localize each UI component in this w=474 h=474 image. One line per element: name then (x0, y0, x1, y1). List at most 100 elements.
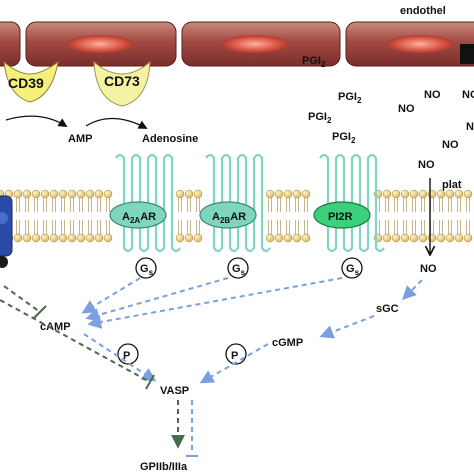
a2a-receptor-label: A2AAR (122, 211, 156, 225)
phosphorylation-marker: P (117, 343, 139, 365)
inhibition-arrows (0, 285, 185, 449)
svg-text:Gs: Gs (140, 263, 154, 277)
lipid-head (400, 233, 410, 243)
lipid-head (175, 233, 185, 243)
cgmp-label: cGMP (272, 337, 303, 349)
lipid-head (13, 233, 23, 243)
lipid-head (94, 233, 104, 243)
lipid-head (427, 189, 437, 199)
lipid-head (418, 233, 428, 243)
arrow-sgc-to-cgmp (319, 315, 375, 339)
lipid-head (49, 233, 59, 243)
cd39-label: CD39 (8, 75, 44, 91)
pgi2-label: PGI2 (332, 131, 356, 145)
cell-pgi2-label: PGI2 (302, 55, 326, 69)
lipid-head (391, 233, 401, 243)
lipid-head (454, 233, 464, 243)
cell-nucleus (387, 35, 453, 53)
lipid-head (265, 233, 275, 243)
sgc-label: sGC (376, 303, 399, 315)
inhibit-p2y12-to-vasp (0, 299, 151, 383)
lipid-head (427, 233, 437, 243)
lipid-head (292, 189, 302, 199)
endothelial-cell (0, 21, 21, 67)
lipid-head (436, 189, 446, 199)
arrow-no-to-sgc (402, 279, 423, 300)
pi2r-receptor-body (313, 201, 371, 229)
platelet-label: plat (442, 179, 462, 191)
inhibit-p2y12-to-camp (3, 285, 41, 313)
lipid-head (76, 189, 86, 199)
lipid-head (85, 189, 95, 199)
no-label: NO (442, 139, 459, 151)
gs-protein: Gs (135, 257, 157, 279)
a2b-receptor: A2BAR (199, 153, 271, 253)
amp-label: AMP (68, 133, 92, 145)
arrow-cgmp-to-vasp (199, 343, 269, 384)
no-label: NO (466, 121, 474, 133)
no-label: NO (462, 89, 474, 101)
activation-arrows (81, 277, 423, 457)
endothelium-label: endothel (400, 5, 446, 17)
arrow-camp-to-vasp (83, 333, 157, 382)
lipid-head (67, 233, 77, 243)
a2b-receptor-body (199, 201, 257, 229)
pgi2-label: PGI2 (338, 91, 362, 105)
arrow-gs2-to-camp (85, 277, 229, 322)
lipid-head (85, 233, 95, 243)
lipid-head (13, 189, 23, 199)
endothelial-layer: endothel PGI2 (0, 5, 474, 69)
lipid-head (49, 189, 59, 199)
lipid-head (22, 189, 32, 199)
lipid-head (391, 189, 401, 199)
lipid-head (31, 233, 41, 243)
lipid-head (301, 233, 311, 243)
lipid-head (454, 189, 464, 199)
lipid-head (175, 189, 185, 199)
lipid-head (436, 233, 446, 243)
lipid-head (58, 189, 68, 199)
lipid-head (184, 233, 194, 243)
lipid-head (274, 233, 284, 243)
cell-label-box (460, 44, 474, 64)
no-intracellular-label: NO (420, 263, 437, 275)
pgi2-label: PGI2 (308, 111, 332, 125)
pi2r-receptor-label: PI2R (328, 211, 353, 223)
a2a-receptor: A2AAR (109, 153, 181, 253)
lipid-head (40, 189, 50, 199)
lipid-head (40, 233, 50, 243)
a2b-receptor-label: A2BAR (212, 211, 246, 225)
no-label: NO (424, 89, 441, 101)
cd73-label: CD73 (104, 73, 140, 89)
svg-text:Gs: Gs (232, 263, 246, 277)
lipid-head (22, 233, 32, 243)
lipid-head (103, 233, 113, 243)
p2y12-receptor (0, 195, 13, 268)
lipid-head (283, 189, 293, 199)
lipid-head (58, 233, 68, 243)
lipid-head (274, 189, 284, 199)
vasp-label: VASP (160, 385, 189, 397)
lipid-head (193, 233, 203, 243)
lipid-head (283, 233, 293, 243)
arrow-gs3-to-camp (87, 277, 343, 329)
lipid-head (409, 233, 419, 243)
svg-text:P: P (123, 350, 130, 362)
lipid-head (184, 189, 194, 199)
lipid-head (382, 189, 392, 199)
lipid-head (103, 189, 113, 199)
inhibit-bar-vasp (145, 374, 155, 390)
cd39-enzyme: CD39 (3, 60, 59, 103)
arrow-gs1-to-camp (81, 277, 141, 314)
lipid-head (409, 189, 419, 199)
gpiib-iiia-label: GPIIb/IIIa (140, 461, 188, 473)
lipid-head (463, 233, 473, 243)
cd73-enzyme: CD73 (93, 60, 151, 107)
inhibit-bar-camp (33, 305, 47, 319)
svg-text:Gs: Gs (346, 263, 360, 277)
amp-to-adenosine-arc (85, 117, 148, 129)
lipid-head (400, 189, 410, 199)
gs-protein: Gs (227, 257, 249, 279)
camp-label: cAMP (40, 321, 71, 333)
